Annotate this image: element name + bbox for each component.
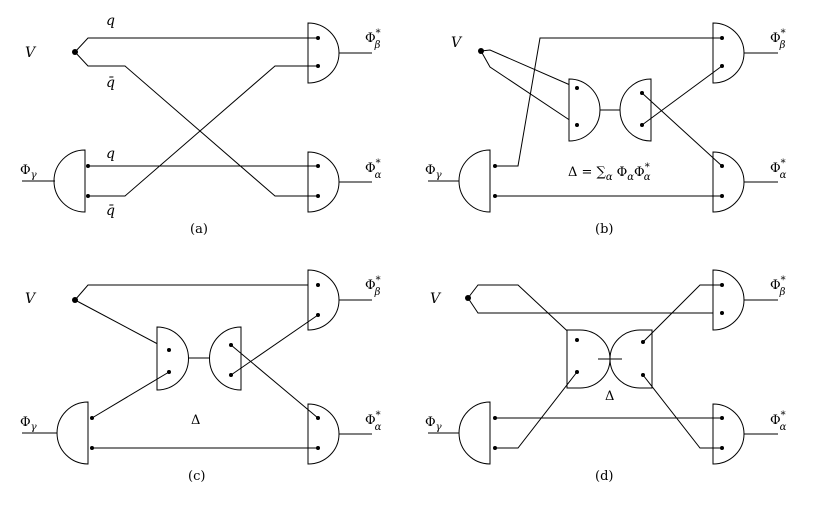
panel-d: V Φγ Φ*β Φ*α Δ (d) [425,269,787,484]
label-phi-beta-c: Φ*β [365,275,381,298]
panel-c: V Φγ Φ*β Φ*α Δ (c) [20,269,382,484]
label-phi-gamma-c: Φγ [20,415,37,433]
label-v-d: V [430,291,442,307]
gate-mid-left-c [156,326,189,391]
label-q-bottom-a: q [106,146,115,162]
gate-mid-right-b [619,78,652,142]
gate-mid-left-b [568,78,601,142]
gate-top-right-c [307,269,340,331]
gate-left-b [458,149,491,213]
caption-b: (b) [595,222,613,237]
label-phi-gamma-b: Φγ [425,163,442,181]
label-phi-alpha-c: Φ*α [365,410,382,433]
label-qbar-top-a: q̄ [106,75,115,91]
label-phi-gamma-d: Φγ [425,415,442,433]
label-q-top-a: q [106,13,115,29]
gate-top-right-a [307,22,340,84]
gate-left-c [56,401,89,465]
label-v-a: V [25,45,37,61]
label-phi-alpha-d: Φ*α [770,410,787,433]
gate-bottom-right-d [712,403,745,465]
caption-a: (a) [190,222,208,237]
label-delta-c: Δ [191,413,200,428]
label-qbar-bottom-a: q̄ [106,203,115,219]
caption-d: (d) [595,469,613,484]
gate-bottom-right-a [307,151,340,213]
gate-bottom-right-c [307,403,340,465]
caption-c: (c) [188,469,205,484]
label-phi-beta-d: Φ*β [770,275,786,298]
gate-top-right-b [712,22,745,84]
gate-left-d [458,401,491,465]
label-v-c: V [25,291,37,307]
gate-bottom-right-b [712,151,745,213]
label-v-b: V [451,35,463,51]
gate-left-a [53,149,86,213]
gate-mid-right-d [609,329,653,389]
label-phi-alpha-b: Φ*α [770,158,787,181]
gate-mid-right-c [209,326,242,391]
label-delta-d: Δ [605,389,614,404]
label-phi-beta-a: Φ*β [365,28,381,51]
gate-top-right-d [712,269,745,331]
panel-a: V q q̄ q q̄ Φγ Φ*β Φ*α (a) [20,13,382,237]
label-phi-beta-b: Φ*β [770,28,786,51]
label-phi-gamma-a: Φγ [20,163,37,181]
label-phi-alpha-a: Φ*α [365,158,382,181]
